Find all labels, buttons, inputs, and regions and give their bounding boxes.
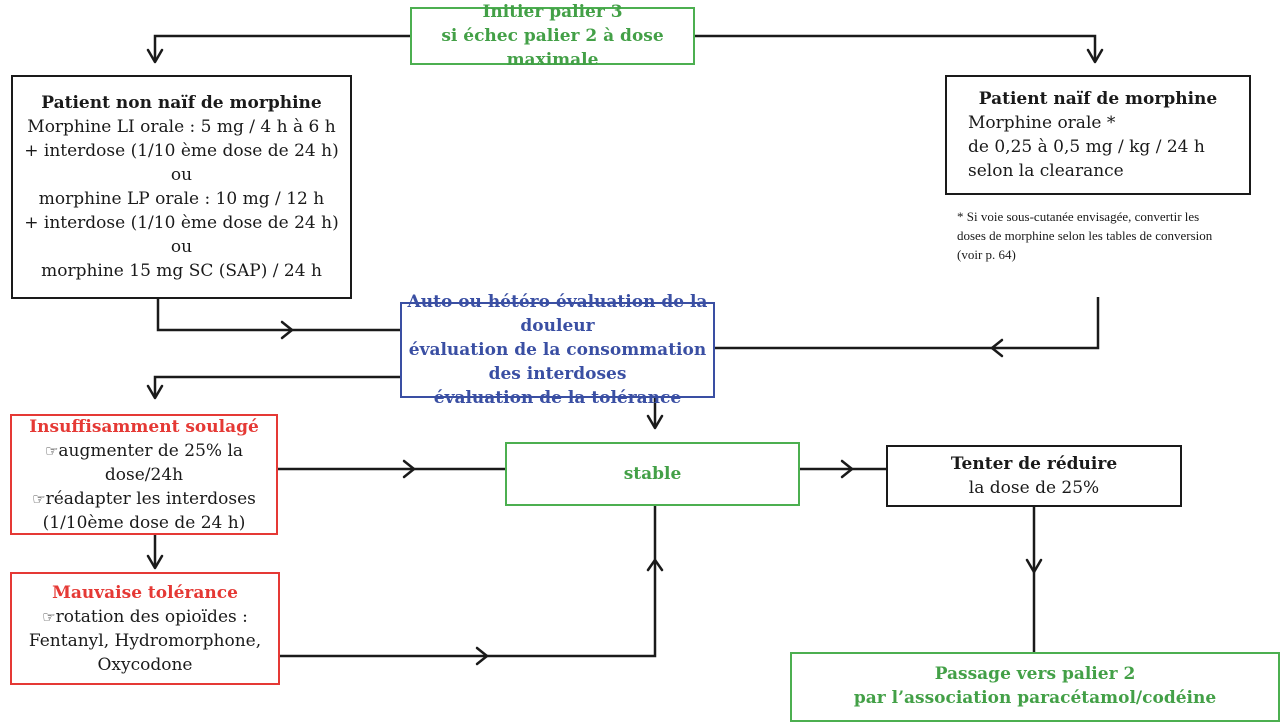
mauvaise-box: Mauvaise tolérance ☞rotation des opioïde… — [10, 572, 280, 685]
pointing-hand-icon: ☞ — [42, 607, 56, 626]
arrowhead — [990, 338, 1004, 358]
pointing-hand-icon: ☞ — [44, 441, 59, 460]
mauvaise-line: Fentanyl, Hydromorphone, — [28, 630, 262, 651]
reduire-line: la dose de 25% — [968, 478, 1100, 498]
naif-line: selon la clearance — [968, 161, 1124, 181]
non-naif-line: + interdose (1/10 ème dose de 24 h) — [24, 213, 339, 233]
connector-naif-to-eval — [715, 297, 1100, 350]
non-naif-line: Morphine LI orale : 5 mg / 4 h à 6 h — [27, 117, 336, 137]
stable-label: stable — [623, 464, 682, 484]
footnote: * Si voie sous-cutanée envisagée, conver… — [957, 207, 1287, 264]
arrowhead — [646, 558, 664, 572]
mauvaise-title: Mauvaise tolérance — [52, 582, 238, 603]
non-naif-line: morphine LP orale : 10 mg / 12 h — [38, 189, 325, 209]
reduire-title: Tenter de réduire — [950, 454, 1118, 474]
non-naif-line: ou — [170, 237, 193, 257]
naif-title: Patient naïf de morphine — [978, 89, 1218, 109]
non-naif-title: Patient non naïf de morphine — [41, 93, 322, 113]
arrowhead — [840, 459, 854, 479]
evaluation-line: Auto ou hétéro évaluation de la douleur — [407, 292, 708, 336]
connector-mauvaise-to-stable — [280, 506, 657, 658]
insuffisant-line: (1/10ème dose de 24 h) — [42, 512, 246, 533]
evaluation-box: Auto ou hétéro évaluation de la douleur … — [400, 292, 715, 408]
insuffisant-title: Insuffisamment soulagé — [29, 416, 259, 437]
connector-start-to-non-naif — [153, 34, 410, 62]
pointing-hand-icon: ☞ — [32, 489, 46, 508]
arrowhead — [146, 554, 164, 570]
passage-line2: par l’association paracétamol/codéine — [853, 688, 1217, 708]
start-line2: si échec palier 2 à dose maximale — [441, 26, 664, 70]
non-naif-line: + interdose (1/10 ème dose de 24 h) — [24, 141, 339, 161]
start-line1: Initier palier 3 — [482, 2, 623, 22]
insuffisant-box: Insuffisamment soulagé ☞augmenter de 25%… — [10, 414, 278, 535]
evaluation-line: évaluation de la tolérance — [433, 388, 682, 408]
mauvaise-line: Oxycodone — [97, 654, 193, 675]
connector-start-to-naif — [695, 34, 1097, 62]
arrowhead — [1086, 48, 1104, 64]
non-naif-box: Patient non naïf de morphine Morphine LI… — [11, 75, 352, 299]
connector-non-naif-to-eval — [156, 299, 400, 332]
naif-line: Morphine orale * — [968, 113, 1116, 133]
connector-layer — [146, 34, 1104, 666]
arrowhead — [146, 48, 164, 64]
naif-box: Patient naïf de morphine Morphine orale … — [945, 75, 1251, 195]
start-box: Initier palier 3 si échec palier 2 à dos… — [410, 2, 695, 70]
arrowhead — [475, 646, 489, 666]
arrowhead — [402, 459, 416, 479]
non-naif-line: morphine 15 mg SC (SAP) / 24 h — [41, 261, 322, 281]
evaluation-line: évaluation de la consommation des interd… — [408, 340, 707, 384]
insuffisant-line: augmenter de 25% la dose/24h — [58, 440, 244, 485]
naif-line: de 0,25 à 0,5 mg / kg / 24 h — [968, 137, 1205, 157]
footnote-line: (voir p. 64) — [957, 247, 1016, 262]
mauvaise-line: rotation des opioïdes : — [55, 606, 248, 627]
stable-box: stable — [505, 442, 800, 506]
footnote-line: doses de morphine selon les tables de co… — [957, 228, 1213, 243]
insuffisant-line: réadapter les interdoses — [45, 488, 256, 509]
arrowhead — [280, 320, 294, 340]
passage-line1: Passage vers palier 2 — [934, 664, 1136, 684]
non-naif-line: ou — [170, 165, 193, 185]
reduire-box: Tenter de réduire la dose de 25% — [886, 445, 1182, 507]
footnote-line: * Si voie sous-cutanée envisagée, conver… — [957, 209, 1200, 224]
passage-box: Passage vers palier 2 par l’association … — [790, 652, 1280, 722]
arrowhead — [646, 414, 664, 430]
arrowhead — [1025, 558, 1043, 574]
arrowhead — [146, 384, 164, 400]
connector-eval-to-insuffisant — [153, 375, 400, 398]
